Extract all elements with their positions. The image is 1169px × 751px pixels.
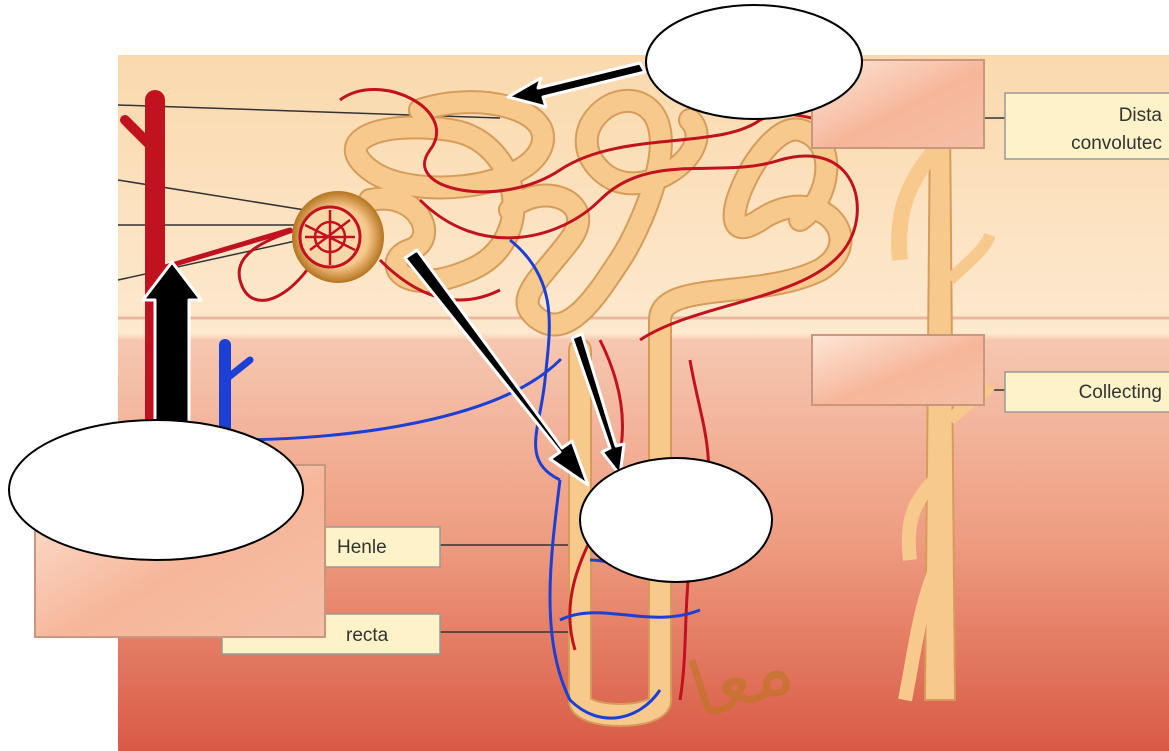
label-distal-line1: Dista bbox=[1119, 105, 1163, 126]
mask-box-middle-right bbox=[812, 335, 984, 405]
label-distal-line2: convolutec bbox=[1071, 133, 1162, 154]
label-collecting: Collecting bbox=[1005, 372, 1169, 412]
label-collecting-text: Collecting bbox=[1079, 382, 1162, 403]
blank-oval-left[interactable] bbox=[9, 420, 303, 560]
glomerulus bbox=[292, 191, 384, 283]
blank-oval-bottom[interactable] bbox=[580, 458, 772, 582]
blank-oval-top[interactable] bbox=[646, 5, 862, 119]
label-distal-convoluted: Dista convolutec bbox=[1005, 93, 1169, 159]
label-recta-text: recta bbox=[346, 625, 389, 646]
label-henle-text: Henle bbox=[337, 537, 387, 558]
